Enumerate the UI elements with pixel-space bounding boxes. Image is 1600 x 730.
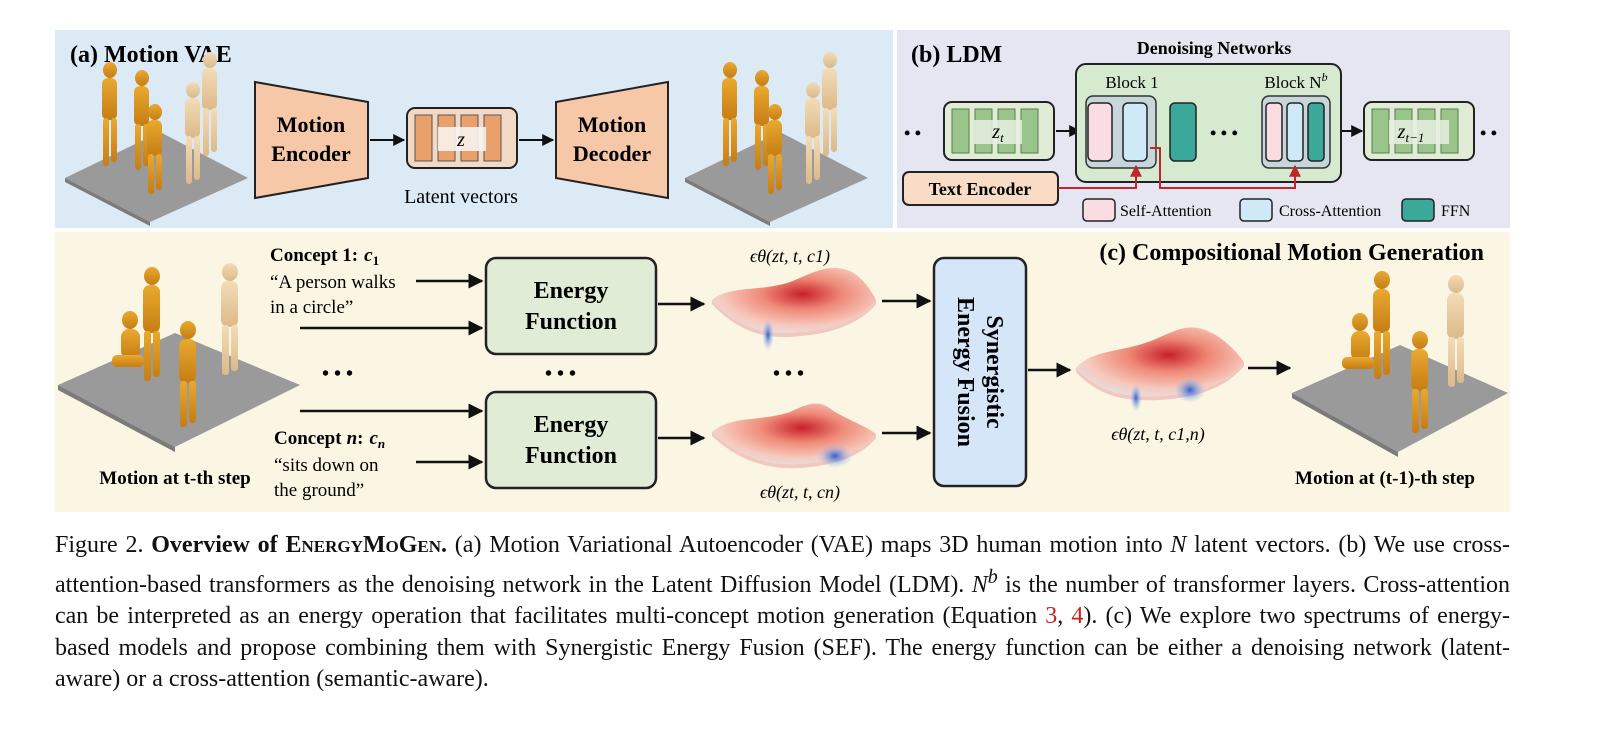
latent-symbol: z <box>456 129 465 151</box>
block-n-self-attention <box>1265 102 1283 162</box>
concept-1-heading: Concept 1:c1 <box>270 245 379 268</box>
motion-t-step-caption: Motion at t-th step <box>99 468 250 489</box>
block-1-cross-attention <box>1122 102 1148 162</box>
caption-lead: Figure 2. <box>55 532 152 558</box>
text-encoder-to-block1-arrow <box>1058 164 1142 189</box>
epsilon-fused-label: ϵθ(zt, t, c1,n) <box>1111 424 1205 445</box>
motion-t-minus-1-step-caption: Motion at (t-1)-th step <box>1295 468 1475 489</box>
caption-nb-symbol: N <box>971 571 988 598</box>
legend-ffn-label: FFN <box>1441 203 1471 220</box>
zt-latent-box <box>943 101 1055 161</box>
motion-encoder-label-2: Encoder <box>271 141 351 166</box>
energy-function-1-label-2: Function <box>525 309 617 335</box>
caption-text-3: is the number of transformer layers. Cro… <box>55 571 1510 630</box>
caption-text-1: (a) Motion Variational Autoencoder (VAE)… <box>447 532 1171 558</box>
legend-ffn-swatch <box>1401 198 1435 222</box>
motion-decoder-label-2: Decoder <box>573 141 651 166</box>
synergistic-energy-fusion-label-2: Energy Fusion <box>952 297 978 447</box>
motion-encoder-label-1: Motion <box>277 112 345 137</box>
caption-n-symbol: N <box>1170 532 1187 558</box>
blocks-ellipsis: • • • <box>1210 123 1238 143</box>
concepts-ellipsis: • • • <box>322 363 353 385</box>
legend-self-attention-swatch <box>1082 198 1116 222</box>
equation-ref-4-link[interactable]: 4 <box>1071 603 1084 629</box>
caption-title: Overview of EnergyMoGen. <box>151 532 448 558</box>
block-1-self-attention <box>1087 102 1113 162</box>
motion-figures-input-icon <box>65 52 248 226</box>
block-1-label: Block 1 <box>1105 73 1158 92</box>
legend-cross-attention-label: Cross-Attention <box>1279 203 1381 220</box>
motion-t-minus-1-step-icon <box>1292 271 1508 457</box>
panel-b-title: (b) LDM <box>911 42 1002 68</box>
denoising-networks-title: Denoising Networks <box>1137 38 1292 58</box>
motion-decoder-label-1: Motion <box>578 112 646 137</box>
energy-function-1-box <box>484 256 658 356</box>
ldm-leading-ellipsis: • • <box>904 123 921 143</box>
block-n-label: Block Nb <box>1264 70 1327 92</box>
motion-t-step-icon <box>58 263 300 452</box>
energy-functions-ellipsis: • • • <box>545 363 576 385</box>
figure-canvas: (a) Motion VAE Motion Encoder z Latent v… <box>55 30 1510 512</box>
energy-surface-1-icon <box>712 267 876 351</box>
panel-c-title: (c) Compositional Motion Generation <box>1099 240 1484 266</box>
concept-n-text-line-1: “sits down on <box>274 455 379 476</box>
energy-function-1-label-1: Energy <box>534 278 609 304</box>
concept-n-text-line-2: the ground” <box>274 480 364 501</box>
latent-vectors-block <box>406 107 518 169</box>
caption-text-4: ). (c) We explore two spectrums of energ… <box>55 603 1511 692</box>
legend-self-attention-label: Self-Attention <box>1120 203 1212 220</box>
surfaces-ellipsis: • • • <box>773 363 804 385</box>
synergistic-energy-fusion-box <box>932 256 1028 488</box>
latent-vectors-caption: Latent vectors <box>404 186 518 208</box>
concept-1-text-line-1: “A person walks <box>270 272 396 293</box>
motion-decoder-shape <box>555 80 669 200</box>
equation-ref-3-link[interactable]: 3 <box>1045 603 1058 629</box>
concept-1-text-line-2: in a circle” <box>270 297 353 318</box>
figure-caption: Figure 2. Overview of EnergyMoGen. (a) M… <box>55 532 1511 692</box>
synergistic-energy-fusion-label-1: Synergistic <box>981 315 1007 429</box>
motion-figures-output-icon <box>685 52 868 226</box>
energy-function-n-label-2: Function <box>525 443 617 469</box>
epsilon-concept-n-label: ϵθ(zt, t, cn) <box>760 482 840 503</box>
epsilon-concept-1-label: ϵθ(zt, t, c1) <box>750 246 830 267</box>
zt-minus-1-label: zt−1 <box>1397 121 1425 145</box>
block-1-ffn <box>1169 102 1197 162</box>
energy-surface-n-icon <box>712 403 876 469</box>
energy-function-n-label-1: Energy <box>534 412 609 438</box>
fused-energy-surface-icon <box>1076 327 1244 412</box>
ldm-trailing-ellipsis: • • <box>1480 123 1497 143</box>
caption-nb-superscript: b <box>987 565 998 588</box>
zt-minus-1-latent-box <box>1363 101 1475 161</box>
caption-text-2: latent vectors. (b) We use cross-attenti… <box>55 532 1510 598</box>
block-n-ffn <box>1307 102 1325 162</box>
legend-cross-attention-swatch <box>1239 198 1273 222</box>
block-n-cross-attention <box>1286 102 1304 162</box>
text-encoder-label: Text Encoder <box>929 179 1032 199</box>
zt-label: zt <box>991 121 1004 145</box>
motion-encoder-shape <box>254 80 369 200</box>
energy-function-n-box <box>484 390 658 490</box>
block1-to-blockn-arrow <box>1150 147 1301 189</box>
